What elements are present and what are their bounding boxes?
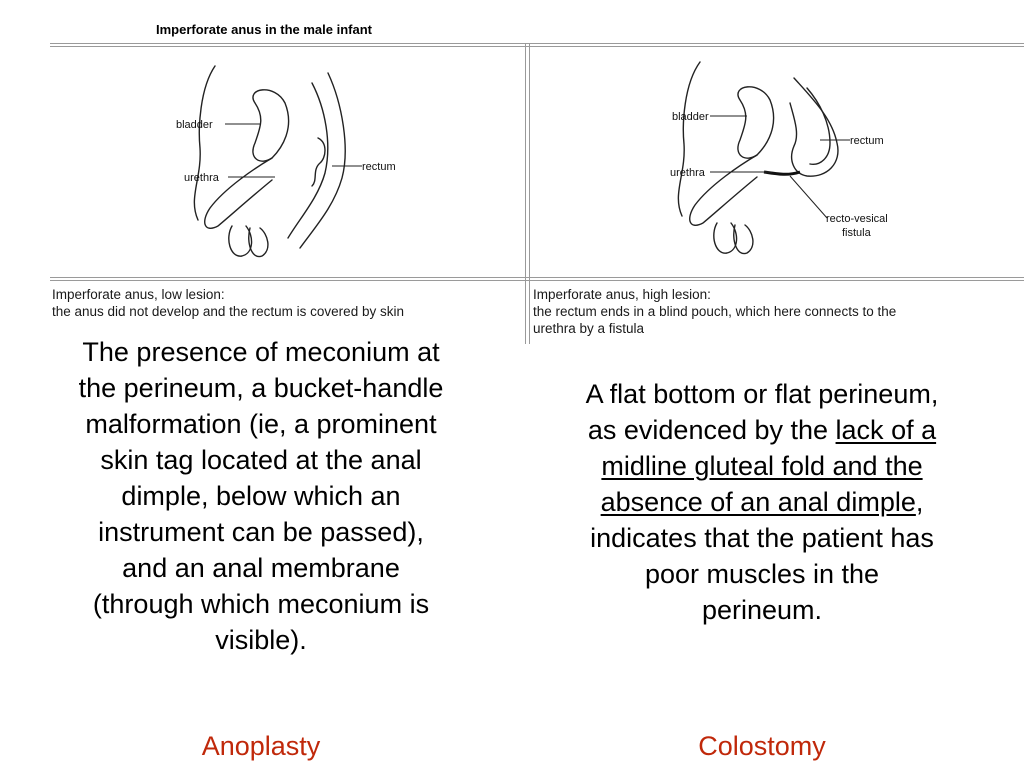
text-line: perineum.: [701, 595, 823, 625]
text-underlined: midline gluteal fold and the: [601, 451, 923, 481]
low-lesion-caption: Imperforate anus, low lesion: the anus d…: [52, 286, 522, 320]
text-line: indicates that the patient has: [590, 523, 934, 553]
text-line: visible).: [215, 625, 307, 655]
text-line: dimple, below which an: [121, 481, 401, 511]
caption-line: the rectum ends in a blind pouch, which …: [533, 304, 897, 319]
caption-line: Imperforate anus, low lesion:: [52, 287, 225, 302]
table-rule-top-2: [50, 46, 1024, 47]
rectum-pouch: [789, 77, 839, 177]
text-plain: as evidenced by the: [587, 415, 836, 445]
scrotum-shape: [228, 225, 253, 257]
colostomy-label: Colostomy: [698, 731, 826, 761]
table-rule-mid: [50, 277, 1024, 278]
text-line: skin tag located at the anal: [100, 445, 422, 475]
text-underlined: lack of a: [835, 415, 937, 445]
body-outline: [677, 61, 701, 217]
text-plain: ,: [915, 487, 924, 517]
table-rule-mid-2: [50, 280, 1024, 281]
text-line: absence of an anal dimple,: [514, 484, 1010, 520]
anoplasty-label: Anoplasty: [201, 731, 321, 761]
low-lesion-diagram: bladder urethra rectum: [176, 65, 396, 258]
flat-perineum-description: A flat bottom or flat perineum, as evide…: [514, 376, 1010, 628]
caption-line: Imperforate anus, high lesion:: [533, 287, 711, 302]
label-urethra: urethra: [670, 167, 706, 179]
rectum-pouch-inner: [806, 87, 831, 165]
text-line: and an anal membrane: [122, 553, 400, 583]
text-line: midline gluteal fold and the: [514, 448, 1010, 484]
text-line: The presence of meconium at: [82, 337, 440, 367]
text-line: poor muscles in the: [644, 559, 880, 589]
high-lesion-diagram: bladder urethra rectum recto-vesical fis…: [670, 61, 888, 255]
scrotum-shape-2: [733, 224, 754, 255]
rectum-inner: [299, 72, 346, 249]
caption-line: the anus did not develop and the rectum …: [52, 304, 404, 319]
rectum-lumen: [311, 137, 326, 187]
table-rule-top: [50, 43, 1024, 44]
label-rectum: rectum: [362, 161, 396, 173]
high-lesion-caption: Imperforate anus, high lesion: the rectu…: [533, 286, 1003, 337]
bladder-shape: [737, 86, 775, 159]
label-bladder: bladder: [672, 111, 709, 123]
text-line: the perineum, a bucket-handle: [78, 373, 444, 403]
text-line: instrument can be passed),: [98, 517, 424, 547]
table-divider-left: [525, 44, 526, 344]
label-fistula-line2: fistula: [842, 227, 872, 239]
label-bladder: bladder: [176, 119, 213, 131]
table-divider-right: [529, 44, 530, 344]
meconium-description: The presence of meconium at the perineum…: [8, 334, 514, 658]
text-line: A flat bottom or flat perineum,: [585, 379, 939, 409]
urethra-shape: [689, 154, 758, 226]
body-outline: [193, 65, 216, 221]
figure-title: Imperforate anus in the male infant: [156, 22, 372, 37]
scrotum-shape: [713, 222, 738, 254]
text-line: malformation (ie, a prominent: [85, 409, 437, 439]
label-rectum: rectum: [850, 135, 884, 147]
rectum-outer: [287, 82, 329, 239]
label-fistula-line1: recto-vesical: [826, 213, 888, 225]
scrotum-shape-2: [248, 227, 269, 258]
label-urethra: urethra: [184, 172, 220, 184]
urethra-shape: [204, 157, 273, 229]
text-line: as evidenced by the lack of a: [514, 412, 1010, 448]
text-underlined: absence of an anal dimple: [600, 487, 916, 517]
bladder-shape: [252, 89, 290, 162]
text-line: (through which meconium is: [92, 589, 430, 619]
caption-line: urethra by a fistula: [533, 321, 645, 336]
